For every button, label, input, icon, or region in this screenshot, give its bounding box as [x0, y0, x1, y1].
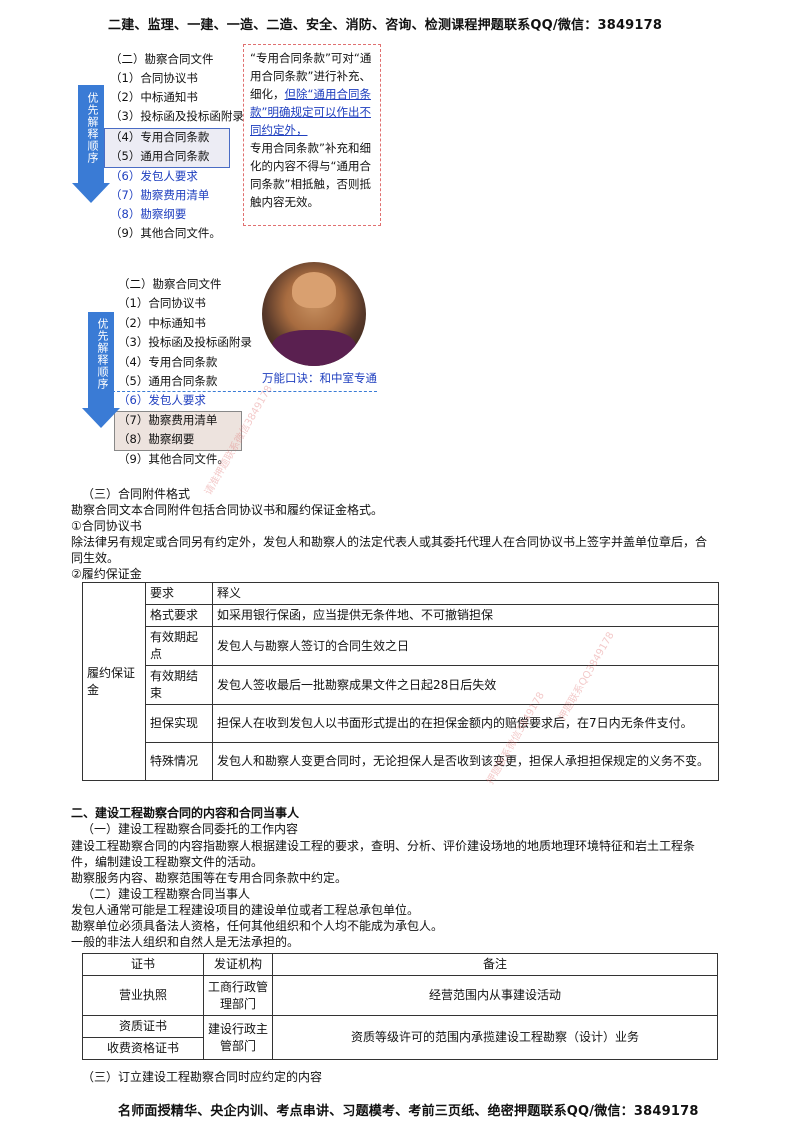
list-item: （4）专用合同条款: [110, 130, 210, 144]
list-item: （8）勘察纲要: [118, 432, 195, 446]
page-header: 二建、监理、一建、一造、二造、安全、消防、咨询、检测课程押题联系QQ/微信：38…: [108, 18, 663, 33]
note-text: “专用合同条款”可对“通用合同条款”进行补充、细化，: [250, 51, 372, 101]
highlight-box: [114, 411, 242, 451]
table-cell: 发包人与勘察人签订的合同生效之日: [212, 626, 719, 666]
table-cell: 有效期结束: [145, 665, 213, 705]
table-cell: 如采用银行保函，应当提供无条件地、不可撤销担保: [212, 604, 719, 627]
list-item: （2）中标通知书: [110, 90, 198, 104]
table-header-cell: 发证机构: [203, 953, 273, 976]
arrow-label: 优先解释顺序: [86, 92, 99, 164]
paragraph: 勘察单位必须具备法人资格，任何其他组织和个人均不能成为承包人。: [71, 919, 444, 933]
list-item: （1）合同协议书: [118, 296, 206, 310]
table-cell: 收费资格证书: [82, 1037, 204, 1060]
list-item: （6）发包人要求: [118, 393, 206, 407]
bond-table: 履约保证金 要求 释义 格式要求 如采用银行保函，应当提供无条件地、不可撤销担保…: [82, 582, 719, 781]
arrow-head: [82, 408, 120, 428]
table-cell: 有效期起点: [145, 626, 213, 666]
list-item: （7）勘察费用清单: [110, 188, 210, 202]
sub-heading: （二）建设工程勘察合同当事人: [82, 887, 251, 901]
table-cell: 建设行政主管部门: [203, 1015, 273, 1060]
list-item: （7）勘察费用清单: [118, 413, 218, 427]
paragraph: 勘察服务内容、勘察范围等在专用合同条款中约定。: [71, 871, 348, 885]
contract-docs-list-2: （二）勘察合同文件 （1）合同协议书 （2）中标通知书 （3）投标函及投标函附录…: [114, 275, 268, 475]
table-cell: 经营范围内从事建设活动: [272, 975, 718, 1016]
paragraph: 发包人通常可能是工程建设项目的建设单位或者工程总承包单位。: [71, 903, 420, 917]
contract-docs-list-1: （二）勘察合同文件 （1）合同协议书 （2）中标通知书 （3）投标函及投标函附录…: [104, 50, 250, 250]
avatar-portrait: [262, 262, 366, 366]
note-box: “专用合同条款”可对“通用合同条款”进行补充、细化，但除“通用合同条款”明确规定…: [243, 44, 381, 226]
sub-heading: （三）订立建设工程勘察合同时应约定的内容: [82, 1070, 323, 1084]
table-cell: 担保人在收到发包人以书面形式提出的在担保金额内的赔偿要求后，在7日内无条件支付。: [212, 704, 719, 743]
list-item: （5）通用合同条款: [118, 374, 218, 388]
table-cell: 资质证书: [82, 1015, 204, 1038]
sub-heading: ②履约保证金: [71, 567, 142, 581]
table-header-cell: 备注: [272, 953, 718, 976]
list-item: （2）中标通知书: [118, 316, 206, 330]
list-item: （6）发包人要求: [110, 169, 198, 183]
row-head: 履约保证金: [82, 582, 146, 781]
paragraph: 件，编制建设工程勘察文件的活动。: [71, 855, 264, 869]
table-cell: 营业执照: [82, 975, 204, 1016]
priority-arrow: [88, 312, 114, 410]
arrow-head: [72, 183, 110, 203]
list-item: （9）其他合同文件。: [110, 226, 221, 240]
paragraph: 一般的非法人组织和自然人是无法承担的。: [71, 935, 300, 949]
paragraph: 除法律另有规定或合同另有约定外，发包人和勘察人的法定代表人或其委托代理人在合同协…: [71, 535, 708, 549]
paragraph: 勘察合同文本合同附件包括合同协议书和履约保证金格式。: [71, 503, 384, 517]
list-title: （二）勘察合同文件: [110, 52, 214, 66]
paragraph: 建设工程勘察合同的内容指勘察人根据建设工程的要求，查明、分析、评价建设场地的地质…: [71, 839, 696, 853]
note-highlight: 但除“通用合同条款”明确规定可以作出不同约定外，: [250, 87, 371, 137]
table-header-cell: 要求: [145, 582, 213, 605]
list-item: （3）投标函及投标函附录: [118, 335, 252, 349]
list-item: （9）其他合同文件。: [118, 452, 229, 466]
mnemonic-text: 万能口诀：和中室专通: [262, 371, 377, 385]
table-cell: 格式要求: [145, 604, 213, 627]
list-item: （4）专用合同条款: [118, 355, 218, 369]
section-title: （三）合同附件格式: [82, 487, 191, 501]
divider-dashed: [112, 391, 377, 392]
table-cell: 担保实现: [145, 704, 213, 743]
priority-arrow: [78, 85, 104, 185]
list-title: （二）勘察合同文件: [118, 277, 222, 291]
section-heading: 二、建设工程勘察合同的内容和合同当事人: [71, 806, 300, 820]
list-item: （1）合同协议书: [110, 71, 198, 85]
table-cell: 发包人签收最后一批勘察成果文件之日起28日后失效: [212, 665, 719, 705]
table-cell: 特殊情况: [145, 742, 213, 781]
list-item: （5）通用合同条款: [110, 149, 210, 163]
list-item: （8）勘察纲要: [110, 207, 187, 221]
table-cell: 资质等级许可的范围内承揽建设工程勘察（设计）业务: [272, 1015, 718, 1060]
sub-heading: ①合同协议书: [71, 519, 142, 533]
list-item: （3）投标函及投标函附录: [110, 109, 244, 123]
sub-heading: （一）建设工程勘察合同委托的工作内容: [82, 822, 299, 836]
paragraph: 同生效。: [71, 551, 120, 565]
certificate-table: 证书 发证机构 备注 营业执照 工商行政管理部门 经营范围内从事建设活动 资质证…: [82, 953, 718, 1060]
page-footer: 名师面授精华、央企内训、考点串讲、习题模考、考前三页纸、绝密押题联系QQ/微信：…: [118, 1104, 699, 1119]
note-text: 专用合同条款”补充和细化的内容不得与“通用合同条款”相抵触，否则抵触内容无效。: [250, 141, 371, 209]
robe-shape: [272, 330, 356, 366]
table-header-cell: 释义: [212, 582, 719, 605]
face-shape: [292, 272, 336, 308]
table-cell: 工商行政管理部门: [203, 975, 273, 1016]
table-cell: 发包人和勘察人变更合同时，无论担保人是否收到该变更，担保人承担担保规定的义务不变…: [212, 742, 719, 781]
table-header-cell: 证书: [82, 953, 204, 976]
highlight-box: [104, 128, 230, 168]
arrow-label: 优先解释顺序: [96, 318, 109, 390]
